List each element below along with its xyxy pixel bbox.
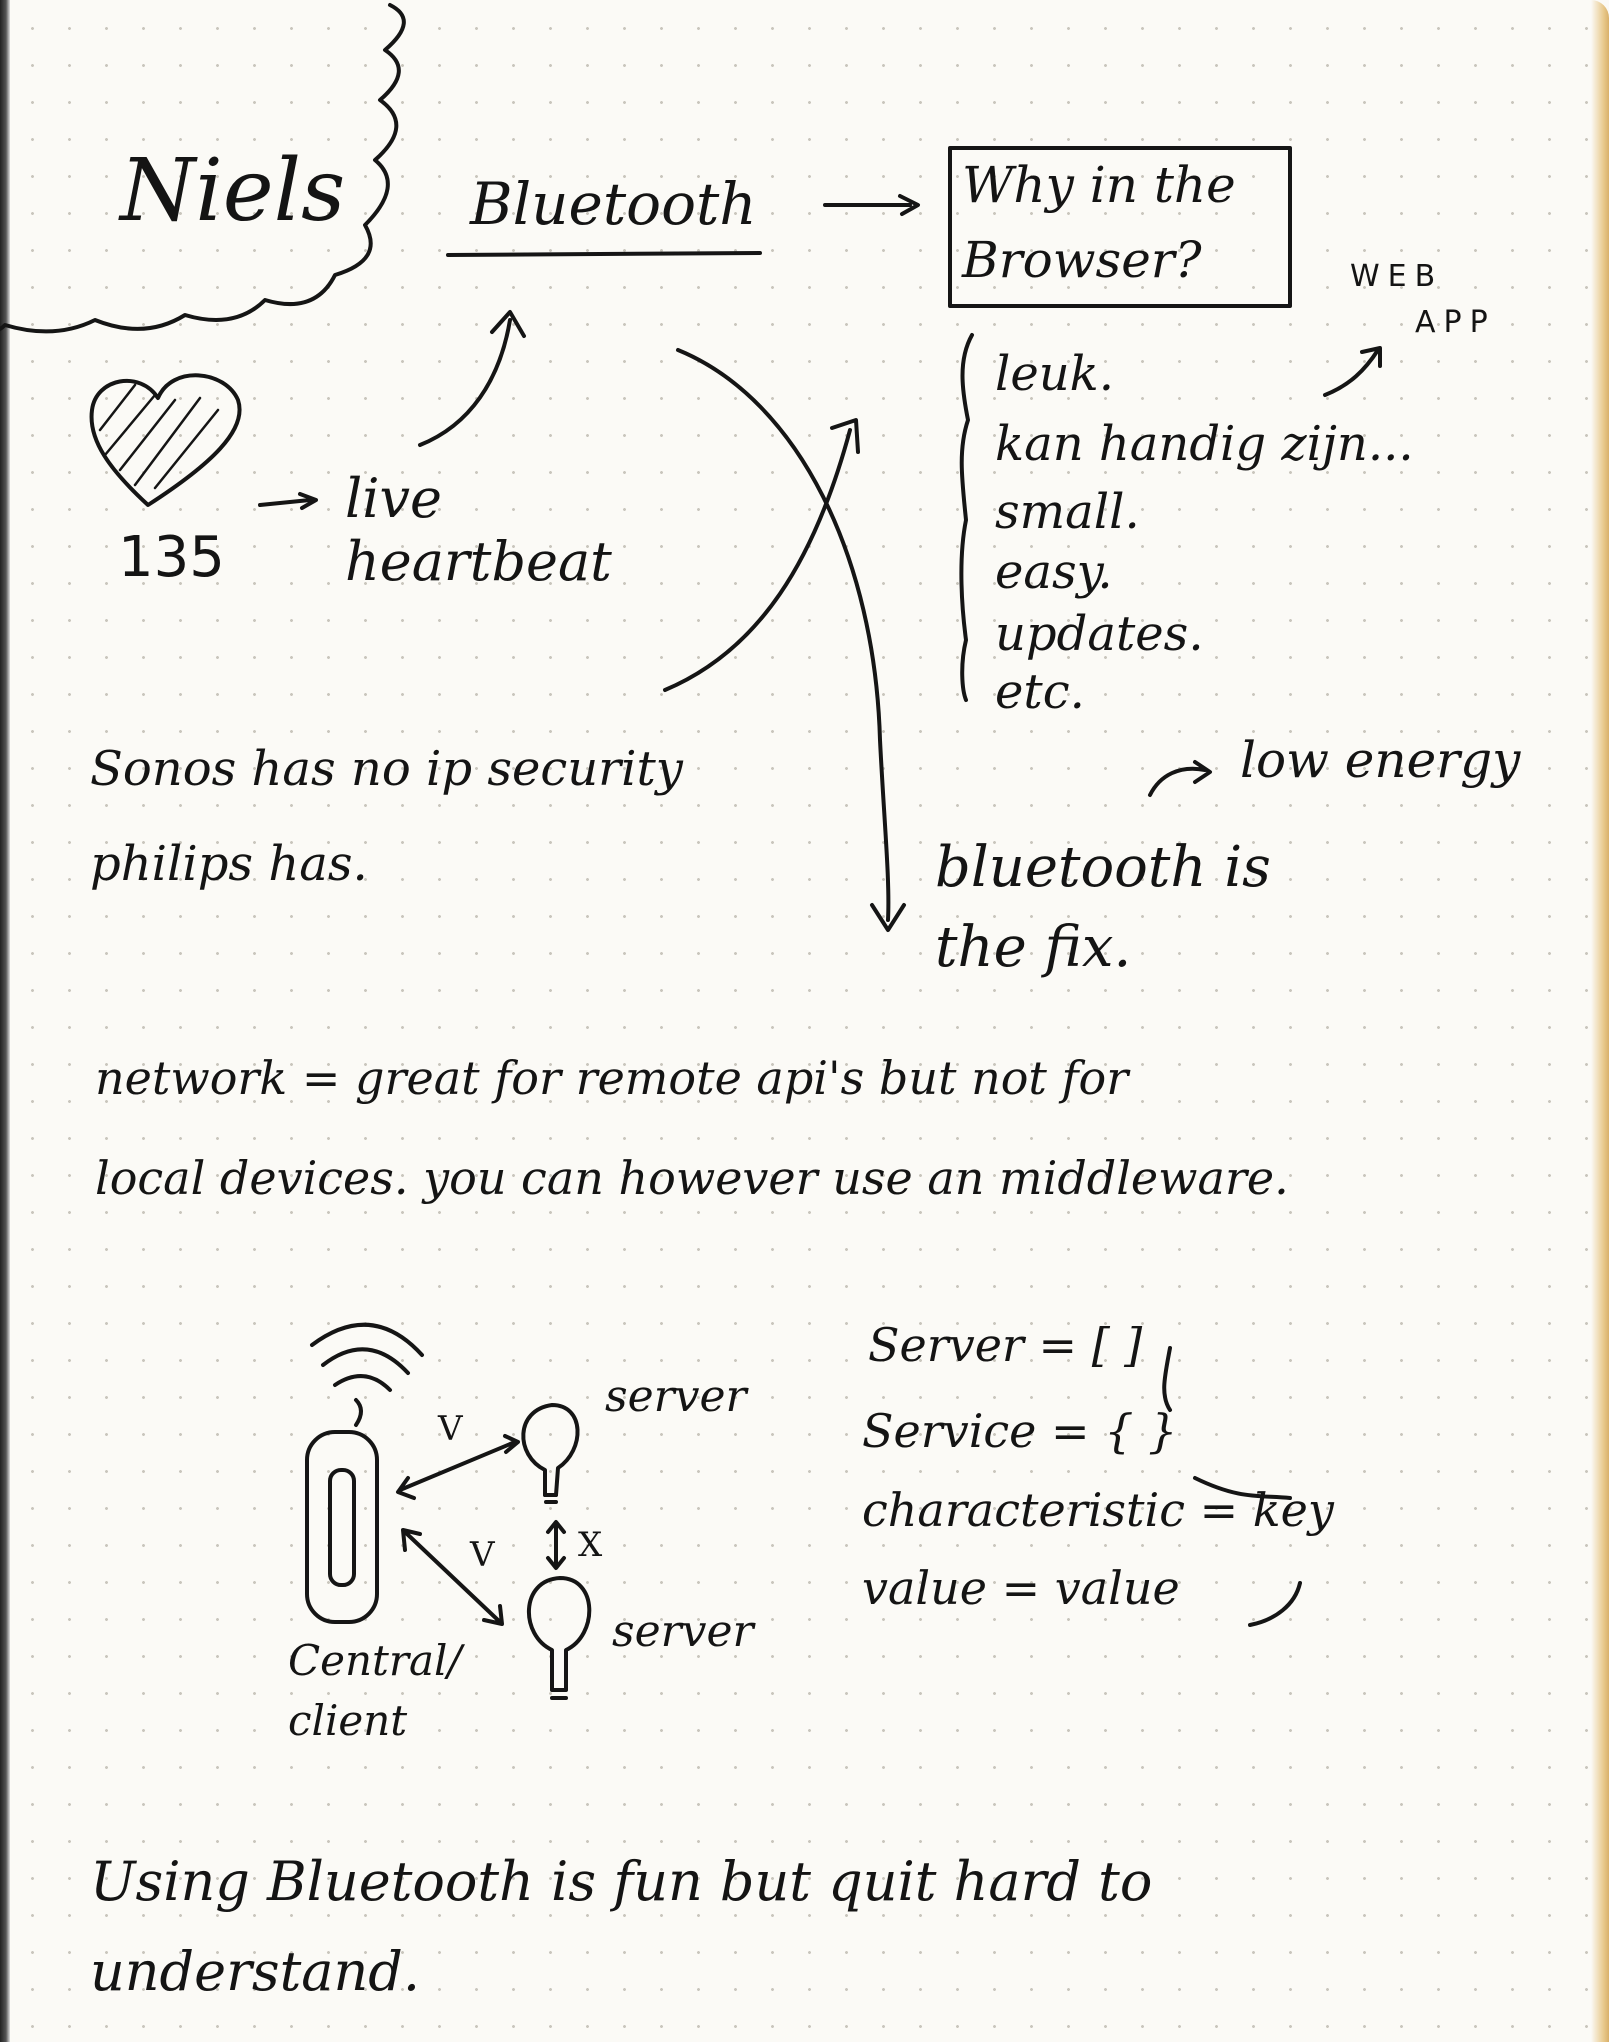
diagram-client-line-2: client bbox=[288, 1696, 408, 1745]
question-line-2: Browser? bbox=[962, 231, 1202, 289]
reason-item: small. bbox=[995, 484, 1140, 540]
conclusion-line-1: Using Bluetooth is fun but quit hard to bbox=[90, 1850, 1153, 1913]
definition-item: value = value bbox=[862, 1561, 1180, 1615]
definition-connector bbox=[1193, 1476, 1292, 1500]
arrow-icon bbox=[546, 1520, 566, 1570]
diagram-server-bottom-label: server bbox=[612, 1606, 754, 1657]
topic-underline bbox=[446, 251, 762, 257]
arrow-icon bbox=[676, 348, 906, 932]
diagram-cross: X bbox=[578, 1525, 603, 1565]
arrow-icon bbox=[1323, 346, 1382, 397]
arrow-icon bbox=[396, 1434, 520, 1500]
arrow-icon bbox=[418, 310, 526, 447]
reason-item: updates. bbox=[995, 606, 1204, 662]
heart-count: 135 bbox=[118, 525, 225, 590]
arrow-icon bbox=[258, 492, 318, 510]
arrow-icon bbox=[663, 418, 860, 692]
bulb-icon bbox=[521, 1403, 580, 1504]
web-app-line-1: WEB bbox=[1350, 259, 1444, 294]
definition-item: Service = { } bbox=[862, 1404, 1178, 1458]
web-app-line-2: APP bbox=[1415, 305, 1496, 340]
definition-item: characteristic = key bbox=[862, 1483, 1334, 1537]
reasons-brace bbox=[959, 333, 974, 702]
bulb-icon bbox=[527, 1576, 592, 1700]
reason-item: kan handig zijn... bbox=[995, 416, 1414, 472]
arrow-icon bbox=[823, 194, 920, 216]
diagram-check-1: V bbox=[438, 1409, 463, 1449]
speaker-cloud-border bbox=[0, 3, 406, 334]
heart-icon bbox=[89, 373, 242, 507]
heart-label-line-1: live bbox=[345, 467, 443, 530]
sonos-note-line-2: philips has. bbox=[90, 836, 368, 892]
bt-fix-line-2: the fix. bbox=[935, 915, 1132, 980]
bt-fix-line-1: bluetooth is bbox=[935, 835, 1271, 900]
definition-connector bbox=[1162, 1346, 1172, 1412]
notebook-binding bbox=[0, 0, 10, 2042]
definition-connector bbox=[1248, 1581, 1302, 1627]
conclusion-line-2: understand. bbox=[90, 1940, 421, 2003]
topic-title: Bluetooth bbox=[470, 170, 757, 238]
low-energy-note: low energy bbox=[1240, 731, 1521, 789]
network-line-1: network = great for remote api's but not… bbox=[95, 1051, 1129, 1105]
reason-item: leuk. bbox=[995, 346, 1115, 402]
diagram-check-2: V bbox=[470, 1535, 495, 1575]
phone-icon bbox=[305, 1322, 424, 1624]
speaker-name: Niels bbox=[120, 141, 346, 241]
network-line-2: local devices. you can however use an mi… bbox=[95, 1151, 1289, 1205]
reason-item: easy. bbox=[995, 544, 1113, 600]
sonos-note-line-1: Sonos has no ip security bbox=[90, 741, 683, 797]
arrow-icon bbox=[1148, 760, 1212, 797]
question-box bbox=[948, 146, 1292, 308]
question-line-1: Why in the bbox=[962, 156, 1236, 214]
arrow-icon bbox=[401, 1528, 504, 1626]
diagram-client-line-1: Central/ bbox=[288, 1636, 462, 1685]
diagram-server-top-label: server bbox=[605, 1371, 747, 1422]
heart-label-line-2: heartbeat bbox=[345, 530, 612, 593]
page-edge bbox=[1591, 0, 1609, 2042]
reason-item: etc. bbox=[995, 664, 1085, 720]
definition-item: Server = [ ] bbox=[868, 1318, 1143, 1372]
